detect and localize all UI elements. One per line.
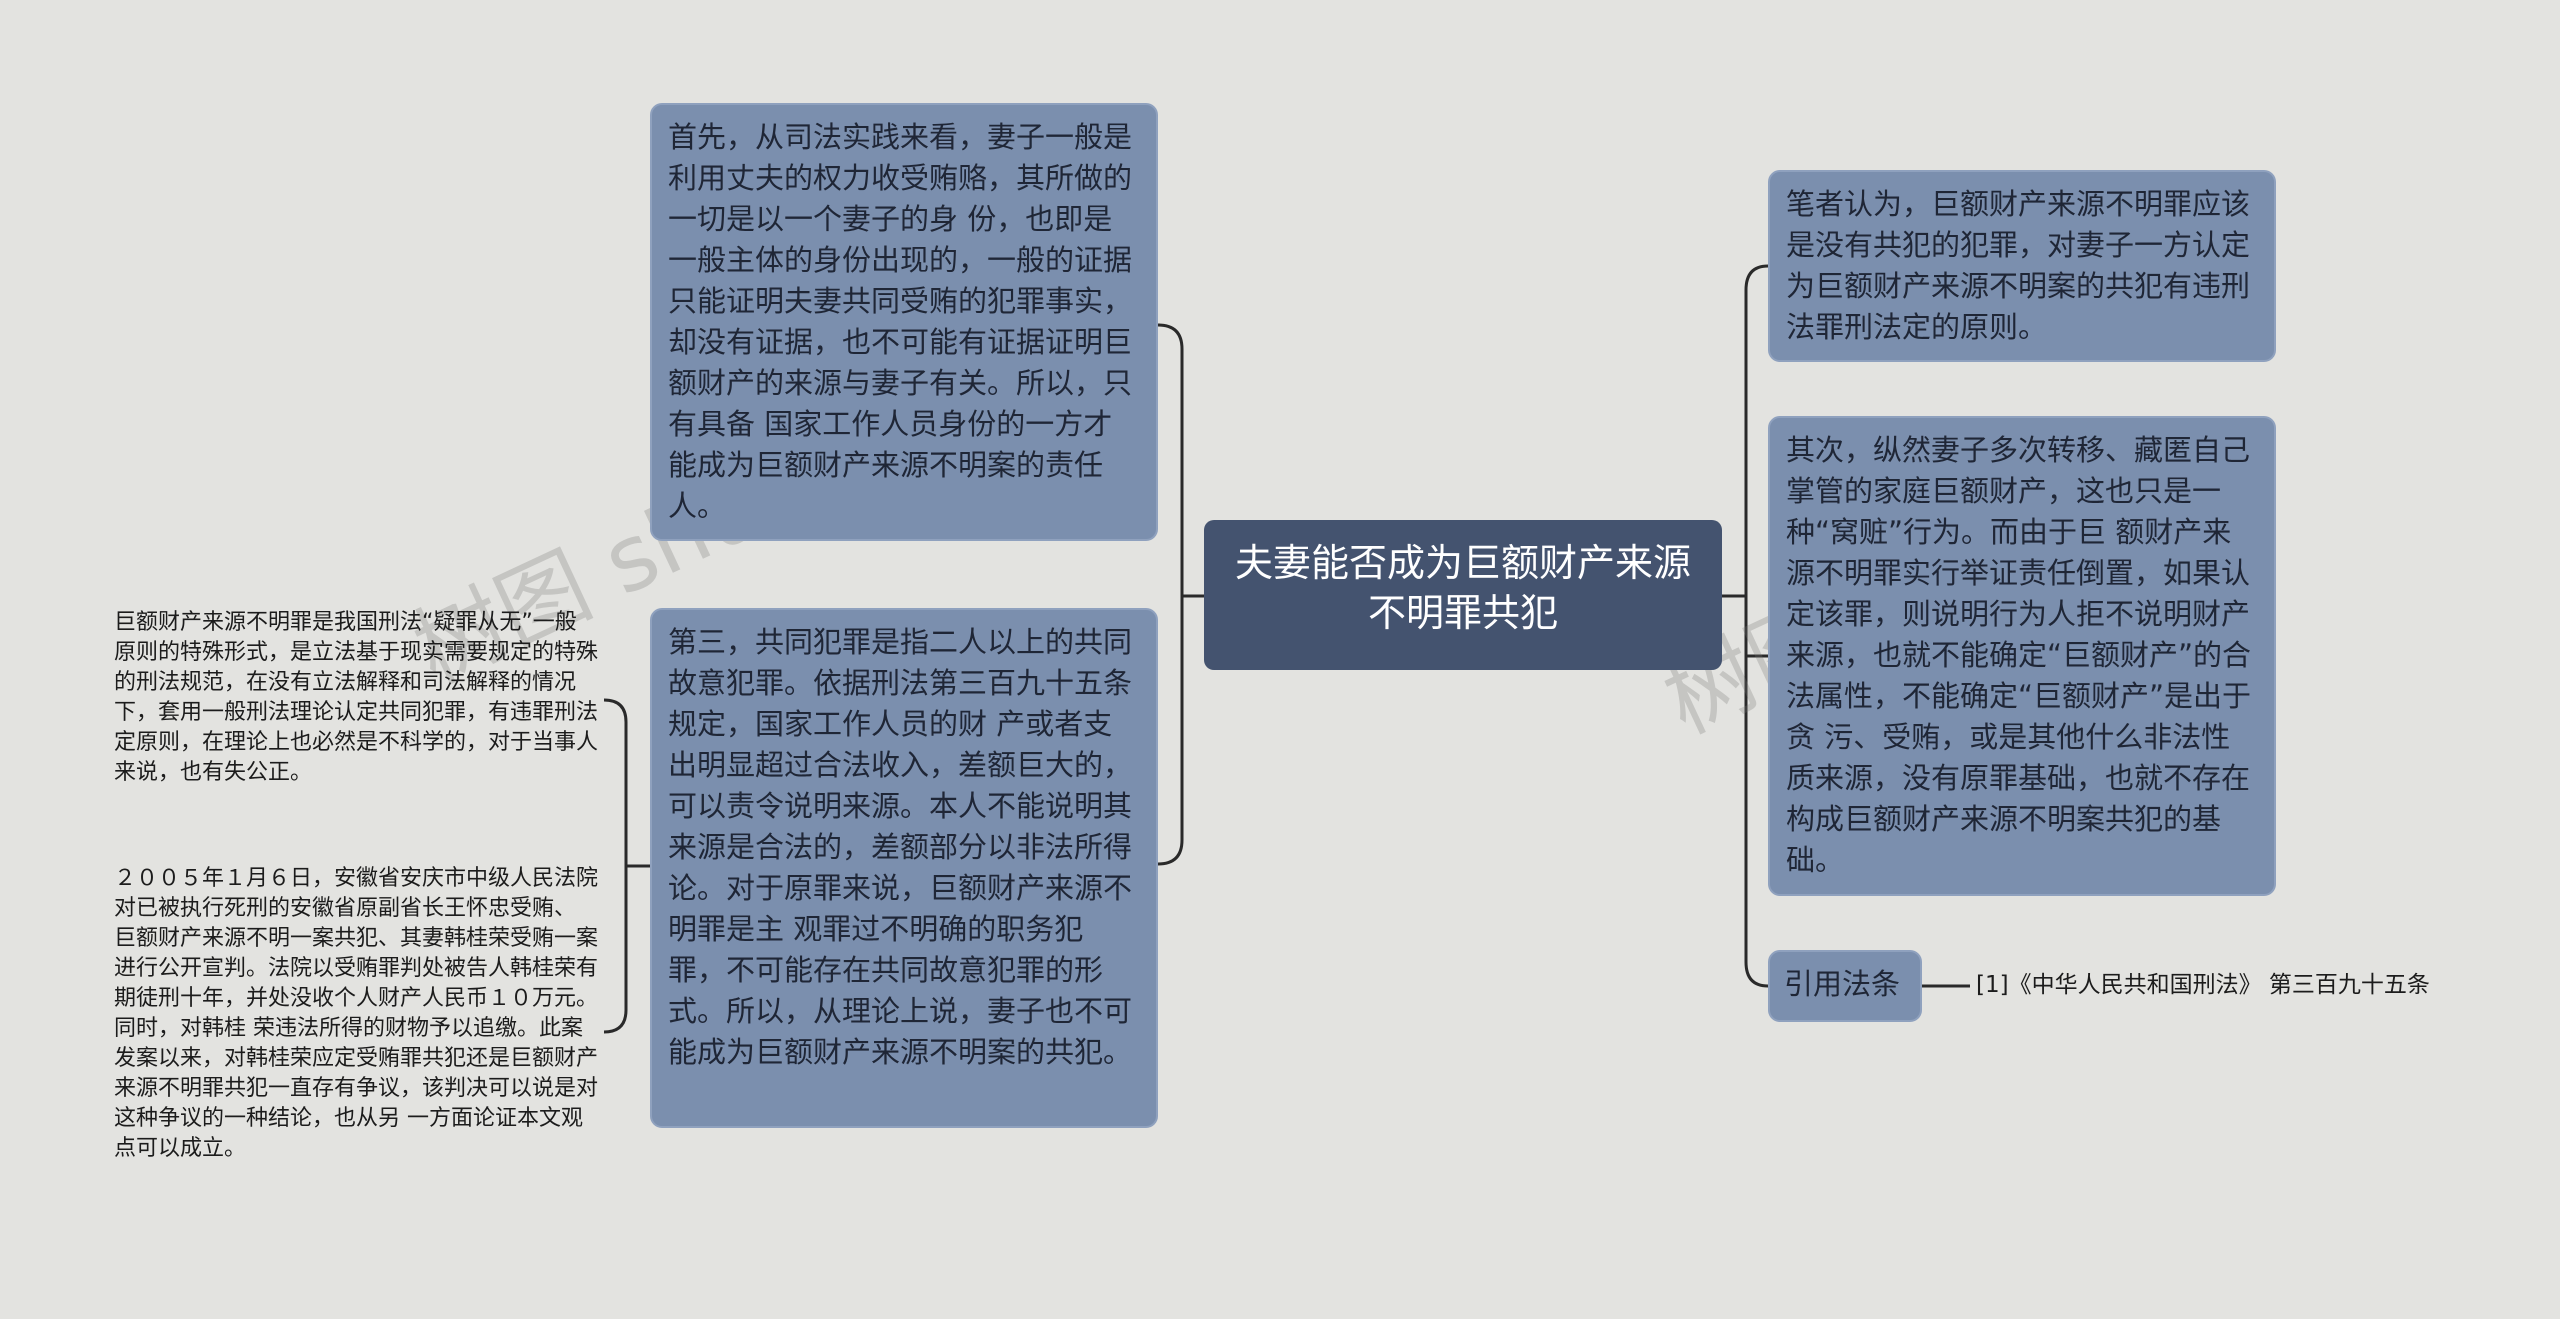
right-node-citations[interactable]: 引用法条 [1768, 950, 1922, 1022]
connector-leaves-bracket [603, 698, 628, 1034]
left-node-first[interactable]: 首先，从司法实践来看，妻子一般是利用丈夫的权力收受贿赂，其所做的一切是以一个妻子… [650, 103, 1158, 541]
right-node-second[interactable]: 其次，纵然妻子多次转移、藏匿自己掌管的家庭巨额财产，这也只是一种“窝赃”行为。而… [1768, 416, 2276, 896]
leaf-summary[interactable]: 巨额财产来源不明罪是我国刑法“疑罪从无”一般原则的特殊形式，是立法基于现实需要规… [114, 610, 599, 785]
right-node-opinion[interactable]: 笔者认为，巨额财产来源不明罪应该是没有共犯的犯罪，对妻子一方认定为巨额财产来源不… [1768, 170, 2276, 362]
citation-leaf[interactable]: [1]《中华人民共和国刑法》 第三百九十五条 [1976, 972, 2430, 998]
connector-left-bracket [1157, 323, 1184, 866]
leaf-case[interactable]: ２００５年１月６日，安徽省安庆市中级人民法院对已被执行死刑的安徽省原副省长王怀忠… [114, 866, 599, 1161]
central-topic[interactable]: 夫妻能否成为巨额财产来源不明罪共犯 [1204, 520, 1722, 670]
connector-right-bracket [1744, 264, 1769, 988]
left-node-third[interactable]: 第三，共同犯罪是指二人以上的共同故意犯罪。依据刑法第三百九十五条规定，国家工作人… [650, 608, 1158, 1128]
